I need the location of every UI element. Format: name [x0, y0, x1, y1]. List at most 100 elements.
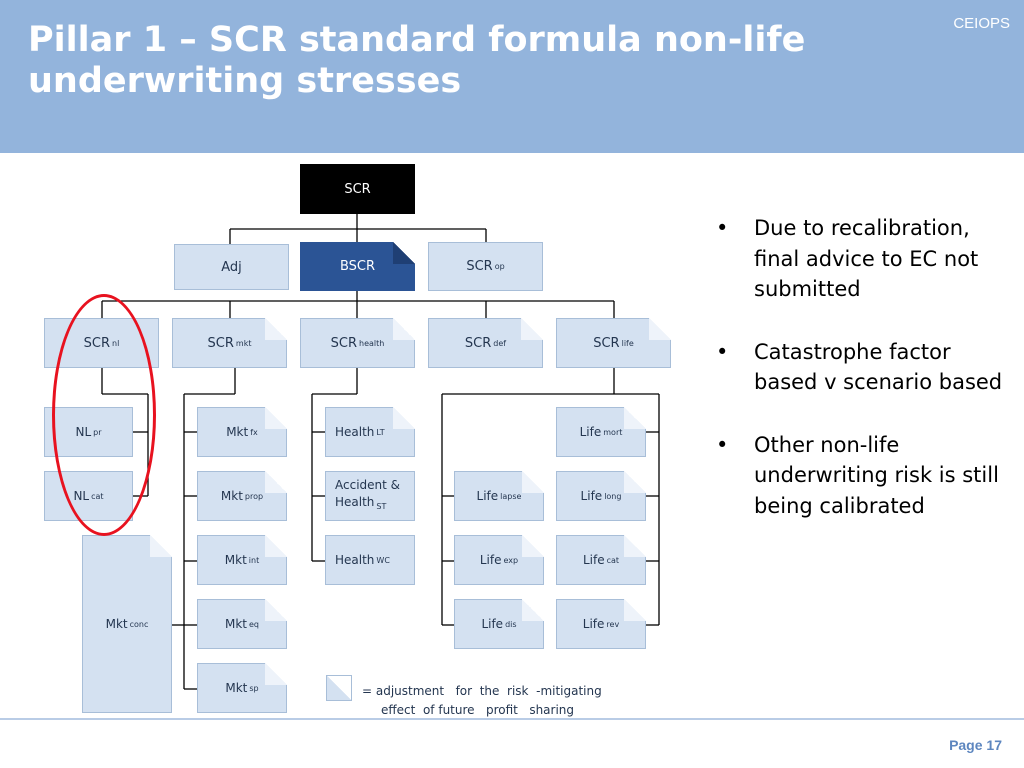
life-dis-label: Life [481, 617, 504, 631]
mkt-eq-label: Mkt [224, 617, 247, 631]
non-life-highlight-ellipse [52, 294, 156, 536]
life-long-label: Life [580, 489, 603, 503]
life-mort-label: Life [579, 425, 602, 439]
adjustment-fold-icon [624, 407, 646, 429]
adjustment-fold-icon [393, 318, 415, 340]
legend-fold-icon [326, 675, 352, 701]
adj-box-label: Adj [221, 259, 242, 275]
scr-mkt-label: SCR [207, 335, 234, 351]
legend-text: = adjustment for the risk -mitigating ef… [362, 682, 662, 720]
mkt-sp-sub: sp [249, 683, 259, 693]
mkt-fx-sub: fx [250, 427, 258, 437]
mkt-eq-sub: eq [249, 619, 259, 629]
scr-def-sub: def [493, 338, 507, 348]
bscr-box-label: BSCR [339, 259, 376, 274]
adjustment-fold-icon [521, 318, 543, 340]
adjustment-fold-icon [265, 471, 287, 493]
life-cat-label: Life [582, 553, 605, 567]
scr-health-label: SCR [330, 335, 358, 351]
life-long-sub: long [604, 491, 622, 501]
adjustment-fold-icon [265, 407, 287, 429]
page-number: Page 17 [949, 737, 1002, 753]
health-wc-label: Health [335, 553, 375, 567]
adj-box: Adj [174, 244, 289, 290]
adjustment-fold-icon [624, 599, 646, 621]
mkt-int-sub: int [248, 555, 260, 565]
brand-label: CEIOPS [953, 15, 1010, 32]
life-dis-sub: dis [505, 619, 517, 629]
health-st-sub: ST [376, 502, 387, 512]
health-st-line1: Accident & [335, 477, 401, 492]
bullet-item: Catastrophe factor based v scenario base… [716, 337, 1006, 398]
bullet-item: Due to recalibration, final advice to EC… [716, 213, 1006, 305]
scr-life-sub: life [621, 338, 634, 348]
scr-health-sub: health [359, 338, 385, 348]
life-mort-sub: mort [603, 427, 623, 437]
bullet-item: Other non-life underwriting risk is stil… [716, 430, 1006, 522]
life-lapse-sub: lapse [500, 491, 522, 501]
adjustment-fold-icon [522, 599, 544, 621]
life-rev-sub: rev [606, 619, 620, 629]
scr-box: SCR [300, 164, 415, 214]
legend-line-2: effect of future profit sharing [381, 703, 575, 717]
adjustment-fold-icon [265, 535, 287, 557]
mkt-conc-sub: conc [129, 619, 149, 629]
life-lapse-label: Life [476, 489, 499, 503]
mkt-prop-label: Mkt [220, 489, 243, 503]
life-rev-label: Life [582, 617, 605, 631]
header-bar: Pillar 1 – SCR standard formula non-life… [0, 0, 1024, 153]
adjustment-fold-icon [150, 535, 172, 557]
adjustment-fold-icon [265, 663, 287, 685]
nl-pr-sub: pr [93, 427, 102, 437]
life-exp-label: Life [479, 553, 502, 567]
mkt-int-label: Mkt [224, 553, 247, 567]
scr-def-label: SCR [464, 335, 492, 351]
adjustment-fold-icon [624, 471, 646, 493]
adjustment-fold-icon [649, 318, 671, 340]
scr-op-sub: op [494, 262, 505, 271]
adjustment-fold-icon [393, 242, 415, 264]
slide-title: Pillar 1 – SCR standard formula non-life… [28, 20, 806, 101]
adjustment-fold-icon [393, 407, 415, 429]
mkt-fx-label: Mkt [226, 425, 249, 439]
mkt-conc-label: Mkt [105, 617, 128, 631]
adjustment-fold-icon [624, 535, 646, 557]
adjustment-fold-icon [522, 471, 544, 493]
mkt-prop-sub: prop [244, 491, 264, 501]
bscr-box: BSCR [300, 242, 415, 291]
life-cat-sub: cat [606, 555, 620, 565]
adjustment-fold-icon [522, 535, 544, 557]
bullet-list: Due to recalibration, final advice to EC… [716, 213, 1006, 553]
legend-line-1: = adjustment for the risk -mitigating [362, 684, 602, 698]
scr-mkt-sub: mkt [235, 338, 252, 348]
health-lt-label: Health [335, 425, 375, 439]
adjustment-fold-icon [265, 318, 287, 340]
scr-life-label: SCR [593, 335, 620, 351]
adjustment-fold-icon [265, 599, 287, 621]
nl-pr-label: NL [75, 425, 92, 439]
scr-box-label: SCR [344, 181, 371, 197]
health-st-line2: Health [335, 494, 375, 509]
